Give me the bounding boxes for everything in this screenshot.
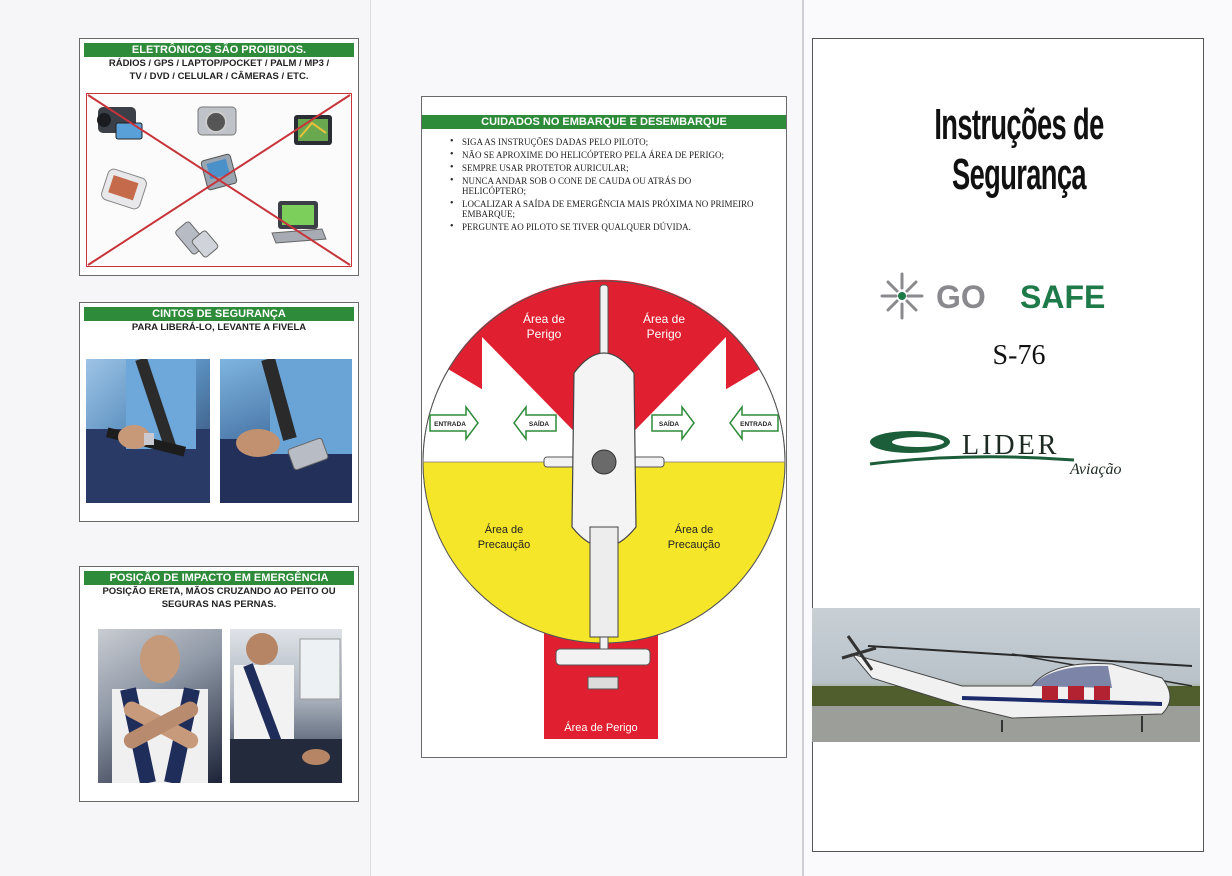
caution-left-line1: Área de	[485, 523, 524, 536]
seatbelt-heading: CINTOS DE SEGURANÇA	[84, 307, 354, 321]
boarding-care-box: CUIDADOS NO EMBARQUE E DESEMBARQUE SIGA …	[421, 96, 787, 758]
lider-swoosh-icon	[869, 431, 1075, 466]
saida-left-label: SAÍDA	[529, 419, 550, 428]
saida-right-arrow: SAÍDA	[651, 404, 695, 442]
electronics-subtitle-2: TV / DVD / CELULAR / CÂMERAS / ETC.	[129, 71, 309, 82]
entrada-right-arrow: ENTRADA	[729, 404, 779, 442]
camcorder-icon	[97, 107, 143, 140]
right-panel: Instruções de Segurança GO SAFE S-76 LID…	[802, 0, 1232, 876]
middle-panel: CUIDADOS NO EMBARQUE E DESEMBARQUE SIGA …	[370, 0, 803, 876]
helicopter-photo	[812, 608, 1200, 742]
danger-left-line1: Área de	[523, 311, 565, 326]
electronics-heading: ELETRÔNICOS SÃO PROIBIDOS.	[84, 43, 354, 57]
gosafe-logo: GO SAFE	[874, 270, 1174, 320]
cellphone-icon	[175, 221, 219, 258]
rule-item: NÃO SE APROXIME DO HELICÓPTERO PELA ÁREA…	[450, 150, 757, 160]
camera-icon	[197, 106, 237, 136]
impact-photo-1	[98, 629, 222, 783]
electronics-subtitle-1: RÁDIOS / GPS / LAPTOP/POCKET / PALM / MP…	[108, 58, 330, 69]
rule-item: SIGA AS INSTRUÇÕES DADAS PELO PILOTO;	[450, 137, 757, 147]
aviacao-text: Aviação	[1069, 461, 1122, 478]
rule-item: NUNCA ANDAR SOB O CONE DE CAUDA OU ATRÁS…	[450, 176, 757, 196]
impact-subtitle-1: POSIÇÃO ERETA, MÃOS CRUZANDO AO PEITO OU	[102, 586, 336, 597]
lider-text: LIDER	[962, 430, 1059, 461]
impact-photo-2	[230, 629, 342, 783]
impact-position-box: POSIÇÃO DE IMPACTO EM EMERGÊNCIA POSIÇÃO…	[79, 566, 359, 802]
entrada-left-label: ENTRADA	[434, 421, 466, 428]
entrada-right-label: ENTRADA	[740, 421, 772, 428]
entrada-left-arrow: ENTRADA	[429, 404, 479, 442]
impact-subtitle-2: SEGURAS NAS PERNAS.	[161, 599, 277, 610]
portable-dvd-icon	[271, 201, 327, 244]
mp3-player-icon	[101, 168, 147, 210]
caution-left-line2: Precaução	[478, 539, 531, 551]
left-panel: ELETRÔNICOS SÃO PROIBIDOS. RÁDIOS / GPS …	[0, 0, 370, 876]
gosafe-go-text: GO	[936, 279, 986, 315]
caution-right-line2: Precaução	[668, 539, 721, 551]
saida-left-arrow: SAÍDA	[513, 404, 557, 442]
seatbelt-subtitle: PARA LIBERÁ-LO, LEVANTE A FIVELA	[131, 322, 307, 333]
electronics-box: ELETRÔNICOS SÃO PROIBIDOS. RÁDIOS / GPS …	[79, 38, 359, 276]
caution-right-line1: Área de	[675, 523, 714, 536]
boarding-care-heading: CUIDADOS NO EMBARQUE E DESEMBARQUE	[422, 115, 786, 129]
pda-icon	[200, 153, 238, 191]
saida-right-label: SAÍDA	[659, 419, 680, 428]
lider-logo: LIDER Aviação	[868, 424, 1158, 484]
danger-right-line1: Área de	[643, 311, 685, 326]
gps-icon	[294, 115, 332, 145]
brochure-title: Instruções de Segurança	[934, 100, 1104, 199]
gosafe-snowflake-icon: GO SAFE	[880, 272, 1105, 320]
gosafe-safe-text: SAFE	[1020, 279, 1105, 315]
danger-left-line2: Perigo	[527, 327, 562, 341]
prohibited-devices-image	[86, 93, 352, 267]
helicopter-zone-diagram: Área de Perigo Área de Perigo Área de Pr…	[422, 279, 786, 739]
rule-item: LOCALIZAR A SAÍDA DE EMERGÊNCIA MAIS PRÓ…	[450, 199, 757, 219]
prohibited-devices-graphic	[86, 93, 352, 267]
tail-danger-label: Área de Perigo	[564, 721, 637, 734]
seatbelt-photo-2	[220, 359, 352, 503]
helicopter-topview-icon	[543, 284, 665, 690]
danger-right-line2: Perigo	[647, 327, 682, 341]
impact-heading: POSIÇÃO DE IMPACTO EM EMERGÊNCIA	[84, 571, 354, 585]
seatbelt-box: CINTOS DE SEGURANÇA PARA LIBERÁ-LO, LEVA…	[79, 302, 359, 522]
boarding-rules-list: SIGA AS INSTRUÇÕES DADAS PELO PILOTO; NÃ…	[450, 137, 786, 232]
rule-item: SEMPRE USAR PROTETOR AURICULAR;	[450, 163, 757, 173]
rule-item: PERGUNTE AO PILOTO SE TIVER QUALQUER DÚV…	[450, 222, 757, 232]
aircraft-model: S-76	[992, 340, 1046, 371]
seatbelt-photo-1	[86, 359, 210, 503]
